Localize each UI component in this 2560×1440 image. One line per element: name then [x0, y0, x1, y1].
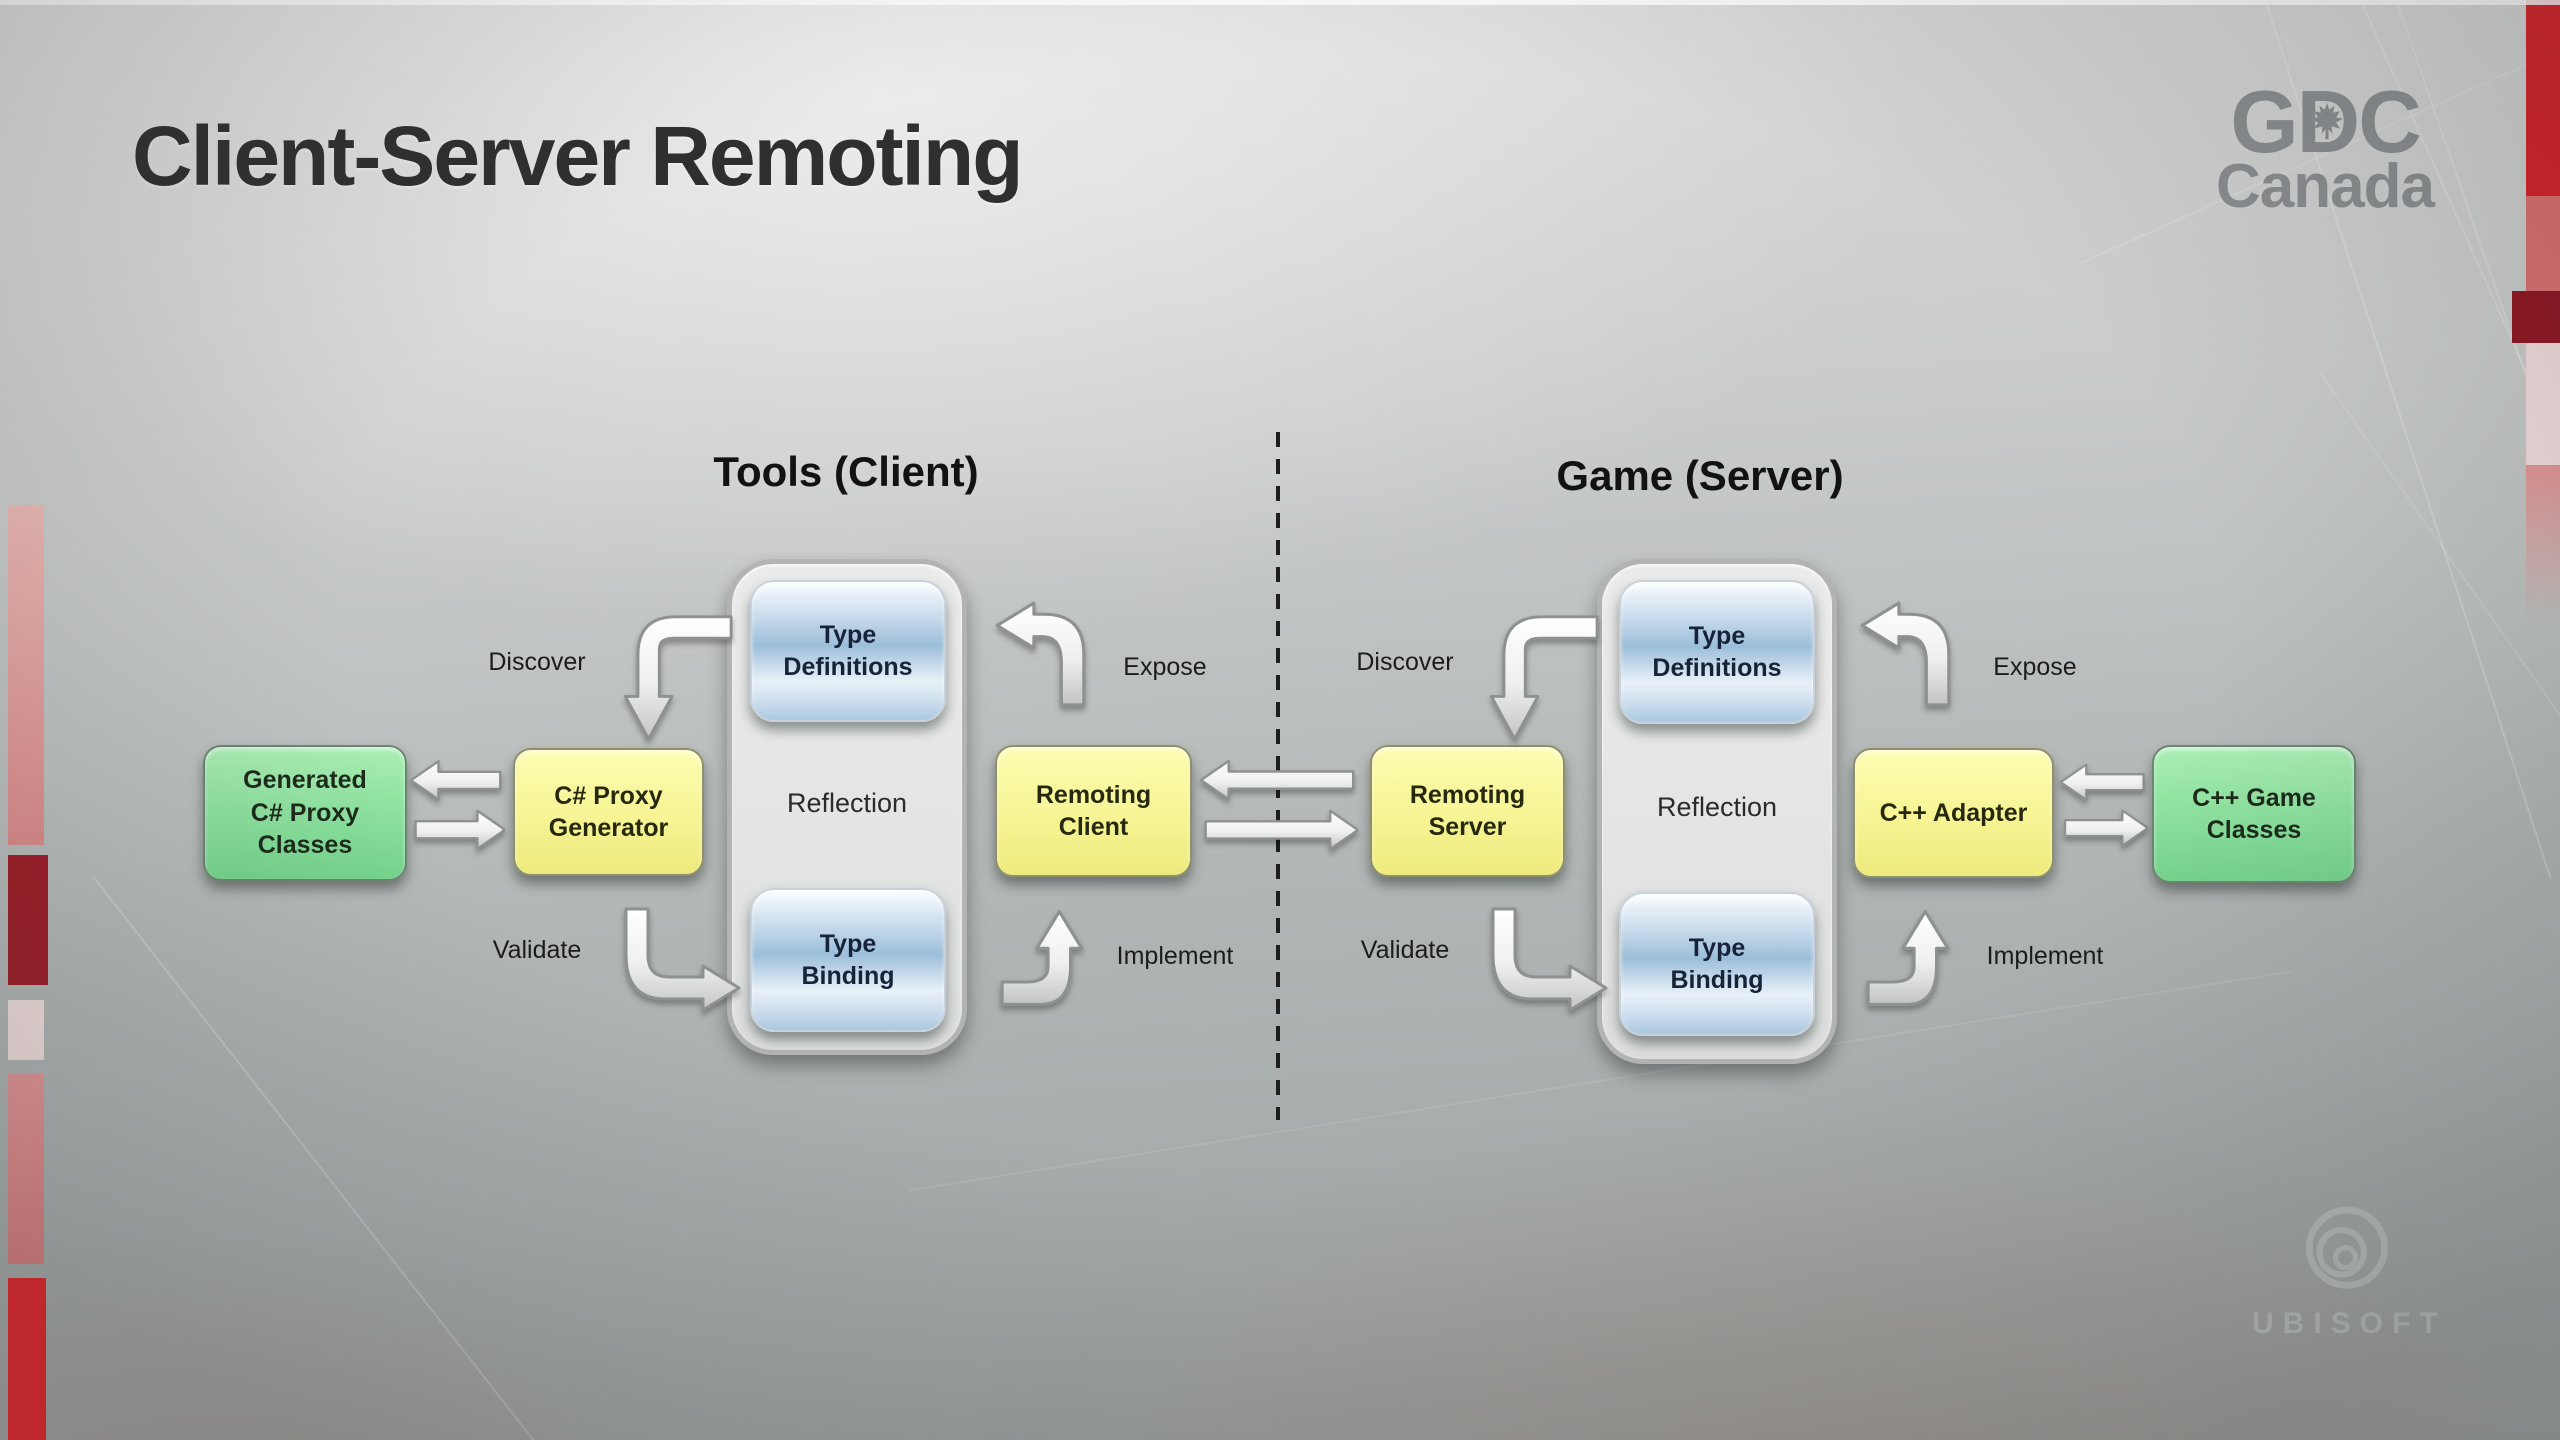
stripe-block: [2526, 465, 2560, 625]
cpp-game-classes-box: C++ Game Classes: [2152, 745, 2356, 883]
expose-arrow-icon: [1860, 601, 1951, 707]
discover-arrow-icon: [1489, 615, 1599, 741]
validate-arrow-icon: [1491, 907, 1608, 1012]
box-label: Generated C# Proxy Classes: [243, 764, 367, 862]
box-line: Binding: [801, 962, 895, 990]
stripe-block: [8, 1278, 46, 1440]
implement-arrow-icon: [1000, 909, 1084, 1006]
gdc-region: Canada: [2216, 152, 2435, 221]
box-label: C++ Game Classes: [2192, 782, 2316, 847]
type-definitions-box: Type Definitions: [750, 580, 946, 722]
remoting-client-box: Remoting Client: [995, 745, 1192, 877]
box-line: C# Proxy: [250, 798, 360, 827]
maple-leaf-icon: [2311, 102, 2343, 140]
box-line: Classes: [257, 831, 353, 860]
box-line: Type: [1688, 933, 1746, 962]
type-definitions-box: Type Definitions: [1619, 580, 1815, 724]
client-server-sync-arrows-icon: [1199, 759, 1358, 851]
box-line: Generated: [243, 766, 367, 795]
box-line: Binding: [1670, 966, 1764, 994]
gdc-canada-logo: GDC Canada: [2190, 78, 2460, 218]
expose-label: Expose: [1123, 653, 1207, 681]
remoting-server-box: Remoting Server: [1370, 745, 1565, 877]
box-line: Client: [1058, 813, 1129, 841]
reflection-label: Reflection: [1656, 792, 1778, 822]
stripe-block: [8, 1074, 44, 1264]
validate-arrow-icon: [624, 907, 741, 1012]
stripe-block: [8, 1000, 44, 1060]
box-label: Type Definitions: [783, 619, 912, 684]
box-line: Definitions: [783, 653, 913, 681]
stripe-block: [8, 855, 48, 985]
expose-arrow-icon: [995, 601, 1086, 707]
type-binding-box: Type Binding: [750, 888, 946, 1032]
box-line: Type: [819, 620, 877, 649]
box-line: Server: [1428, 813, 1507, 841]
background-swoosh-line: [2319, 372, 2560, 1030]
box-line: Definitions: [1652, 654, 1782, 682]
ubisoft-swirl-icon: [2305, 1206, 2389, 1289]
discover-arrow-icon: [623, 615, 733, 741]
ubisoft-wordmark: UBISOFT: [2252, 1307, 2447, 1340]
box-line: C++ Game: [2192, 783, 2316, 812]
generated-proxy-classes-box: Generated C# Proxy Classes: [203, 745, 407, 881]
box-label: C++ Adapter: [1880, 797, 2028, 830]
box-label: Type Definitions: [1652, 620, 1781, 685]
box-line: Generator: [548, 814, 669, 842]
discover-label: Discover: [1356, 648, 1454, 676]
game-heading: Game (Server): [1556, 452, 1844, 499]
box-line: C++ Adapter: [1879, 798, 2028, 827]
reflection-label: Reflection: [786, 788, 908, 818]
validate-label: Validate: [1360, 936, 1450, 964]
box-line: Classes: [2206, 816, 2302, 844]
discover-label: Discover: [488, 648, 586, 676]
implement-label: Implement: [1986, 942, 2104, 970]
stripe-block: [8, 505, 44, 845]
stripe-block: [2526, 0, 2560, 196]
cpp-adapter-box: C++ Adapter: [1853, 748, 2054, 878]
box-label: Type Binding: [1670, 932, 1763, 997]
box-line: C# Proxy: [554, 781, 663, 810]
box-line: Type: [819, 929, 877, 958]
box-line: Remoting: [1035, 780, 1152, 809]
top-highlight-line: [0, 0, 2560, 5]
stripe-block: [2526, 343, 2560, 465]
proxy-generator-box: C# Proxy Generator: [513, 748, 704, 876]
type-binding-box: Type Binding: [1619, 892, 1815, 1036]
implement-arrow-icon: [1866, 909, 1950, 1006]
ubisoft-logo: UBISOFT: [2252, 1204, 2442, 1341]
tools-heading: Tools (Client): [713, 448, 979, 495]
box-label: C# Proxy Generator: [549, 780, 668, 845]
box-line: Type: [1688, 621, 1746, 650]
implement-label: Implement: [1116, 942, 1234, 970]
box-line: Remoting: [1409, 780, 1526, 809]
expose-label: Expose: [1993, 653, 2077, 681]
slide-title: Client-Server Remoting: [132, 109, 1024, 203]
box-label: Remoting Client: [1036, 779, 1151, 844]
sync-arrows-icon: [409, 760, 505, 850]
stripe-block: [2526, 196, 2560, 291]
box-label: Remoting Server: [1410, 779, 1525, 844]
box-label: Type Binding: [801, 928, 894, 993]
stripe-block: [2512, 291, 2560, 343]
validate-label: Validate: [492, 936, 582, 964]
sync-arrows-icon: [2059, 763, 2148, 847]
